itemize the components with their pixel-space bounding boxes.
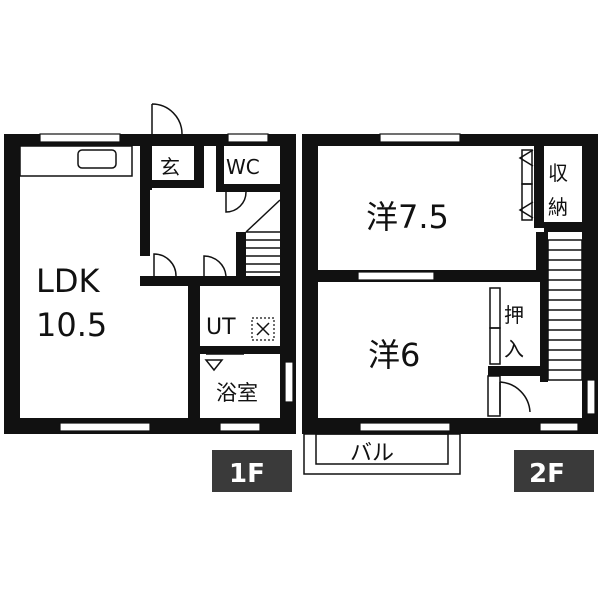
room-label-ldk: LDK bbox=[36, 262, 100, 300]
room-label-western-small: 洋6 bbox=[368, 336, 420, 374]
wall bbox=[582, 134, 598, 434]
window bbox=[379, 133, 461, 143]
door-swing bbox=[151, 103, 183, 135]
wall bbox=[200, 346, 280, 354]
storage-marker bbox=[518, 201, 534, 219]
wall bbox=[188, 276, 200, 421]
door-swing bbox=[153, 253, 177, 277]
window bbox=[586, 379, 596, 415]
room-label-entrance: 玄 bbox=[160, 155, 180, 179]
room-label-storage-2: 納 bbox=[548, 195, 568, 219]
wall bbox=[4, 134, 20, 434]
balcony-inner bbox=[315, 433, 449, 465]
laundry-drain bbox=[256, 322, 270, 336]
door-frame bbox=[487, 375, 501, 417]
window bbox=[539, 422, 579, 432]
wall bbox=[150, 180, 194, 188]
wall bbox=[302, 134, 318, 434]
door-swing bbox=[203, 255, 227, 277]
room-label-bath: 浴室 bbox=[216, 381, 258, 405]
laundry-pan bbox=[251, 317, 275, 341]
room-label-wc: WC bbox=[226, 155, 260, 179]
wall bbox=[140, 276, 200, 286]
door-swing bbox=[225, 191, 247, 213]
kitchen-counter bbox=[19, 145, 133, 177]
floor-badge-2f: 2F bbox=[514, 450, 594, 492]
svg-text:1F: 1F bbox=[229, 459, 265, 489]
bath-marker bbox=[204, 359, 224, 372]
closet-door bbox=[489, 287, 501, 329]
room-label-closet-2: 入 bbox=[504, 337, 524, 361]
wall bbox=[200, 276, 280, 286]
staircase bbox=[245, 199, 281, 273]
wall bbox=[488, 366, 546, 376]
window bbox=[227, 133, 269, 143]
window bbox=[219, 422, 261, 432]
second-floor-plan: 洋7.5 洋6 収 納 押 入 バル bbox=[302, 133, 598, 475]
wall bbox=[236, 232, 246, 280]
window bbox=[59, 422, 151, 432]
room-label-balcony: バル bbox=[350, 441, 394, 466]
room-label-closet-1: 押 bbox=[504, 303, 524, 327]
room-label-ldk-size: 10.5 bbox=[36, 306, 107, 344]
staircase bbox=[547, 239, 583, 381]
window bbox=[357, 271, 435, 281]
storage-marker bbox=[518, 149, 534, 167]
wall bbox=[140, 146, 150, 256]
wall bbox=[280, 134, 296, 434]
room-label-storage-1: 収 bbox=[548, 161, 568, 185]
room-label-utility: UT bbox=[206, 315, 236, 340]
wall bbox=[216, 146, 224, 190]
sink bbox=[77, 149, 117, 169]
window bbox=[359, 422, 451, 432]
wall bbox=[534, 146, 544, 228]
first-floor-plan: LDK 10.5 玄 WC UT 浴室 bbox=[4, 103, 296, 434]
svg-text:2F: 2F bbox=[529, 459, 565, 489]
window bbox=[39, 133, 121, 143]
wall bbox=[194, 146, 204, 188]
window bbox=[284, 361, 294, 403]
wall bbox=[216, 184, 280, 192]
wall bbox=[544, 222, 582, 232]
closet-door bbox=[489, 327, 501, 365]
room-label-western-large: 洋7.5 bbox=[366, 198, 449, 236]
wall bbox=[540, 232, 548, 382]
floor-badge-1f: 1F bbox=[212, 450, 292, 492]
door-swing bbox=[499, 381, 531, 414]
